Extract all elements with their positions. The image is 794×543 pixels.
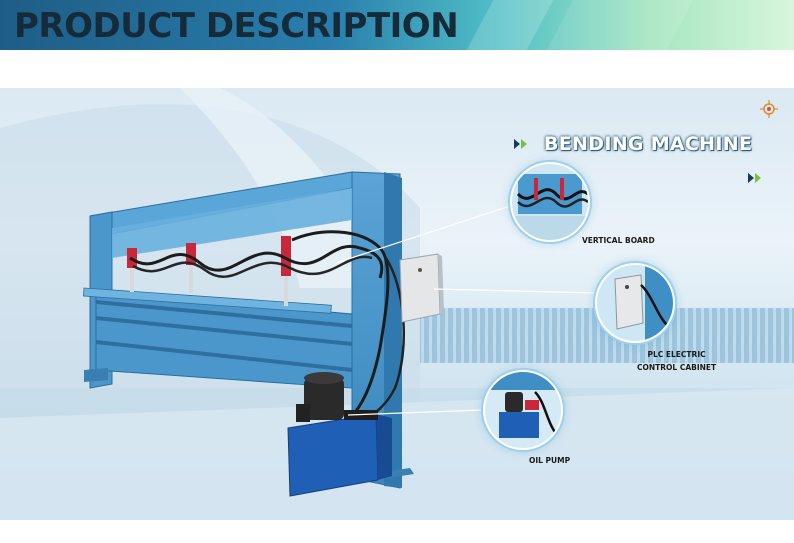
callout-label-control-cabinet: PLC ELECTRIC CONTROL CABINET: [637, 348, 716, 374]
callout-label-line: CONTROL CABINET: [637, 363, 717, 372]
callout-oil-pump-image: [483, 370, 563, 450]
hydraulic-cylinder: [281, 236, 291, 306]
heading-label: BENDING MACHINE: [544, 133, 753, 155]
double-chevron-icon: [748, 170, 762, 188]
callout-label-vertical-board: VERTICAL BOARD: [582, 236, 655, 245]
page-title: PRODUCT DESCRIPTION: [14, 6, 459, 46]
header-banner: PRODUCT DESCRIPTION: [0, 0, 794, 50]
control-cabinet: [399, 253, 444, 323]
crosshair-icon: [760, 100, 778, 118]
callout-vertical-board-image: [510, 162, 590, 242]
double-chevron-icon: [514, 139, 528, 149]
banner-facet: [456, 0, 564, 50]
hydraulic-cylinder: [186, 243, 196, 293]
section-heading: BENDING MACHINE: [514, 132, 752, 156]
callout-label-oil-pump: OIL PUMP: [529, 456, 571, 465]
banner-facet: [536, 0, 704, 50]
machine-illustration: [0, 88, 794, 520]
product-photo: BENDING MACHINE VERTICAL BOARD PLC ELECT…: [0, 88, 794, 520]
callout-control-cabinet-image: [595, 263, 675, 343]
callout-label-line: PLC ELECTRIC: [647, 350, 706, 359]
